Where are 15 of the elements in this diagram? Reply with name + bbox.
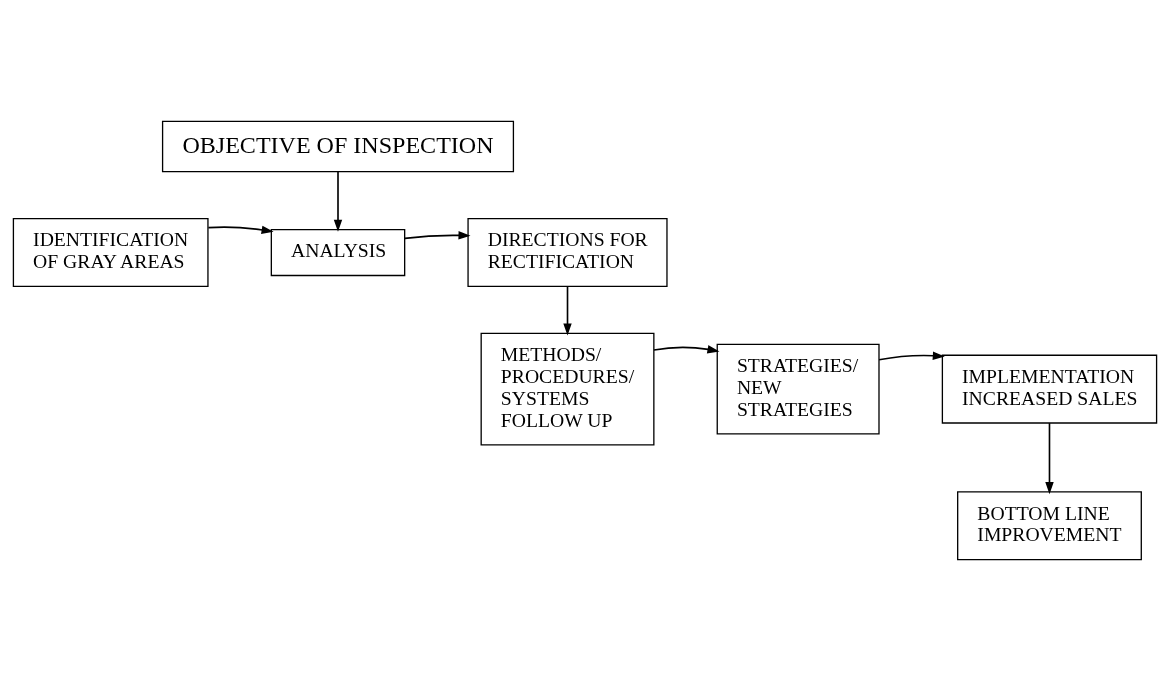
arrow xyxy=(333,170,343,232)
node-box: ANALYSIS xyxy=(270,228,406,276)
arrow xyxy=(563,285,572,335)
node-box: OBJECTIVE OF INSPECTION xyxy=(161,120,515,172)
node-box: DIRECTIONS FOR RECTIFICATION xyxy=(467,217,668,287)
node-box: STRATEGIES/ NEW STRATEGIES xyxy=(716,343,880,435)
arrow xyxy=(207,225,274,234)
node-box: BOTTOM LINE IMPROVEMENT xyxy=(957,490,1142,560)
node-box: METHODS/ PROCEDURES/ SYSTEMS FOLLOW UP xyxy=(480,332,655,446)
arrow xyxy=(878,351,945,361)
arrow xyxy=(1045,421,1054,494)
node-box: IDENTIFICATION OF GRAY AREAS xyxy=(12,217,209,287)
arrow xyxy=(653,344,720,353)
arrow xyxy=(403,230,471,240)
node-box: IMPLEMENTATION INCREASED SALES xyxy=(941,354,1158,424)
